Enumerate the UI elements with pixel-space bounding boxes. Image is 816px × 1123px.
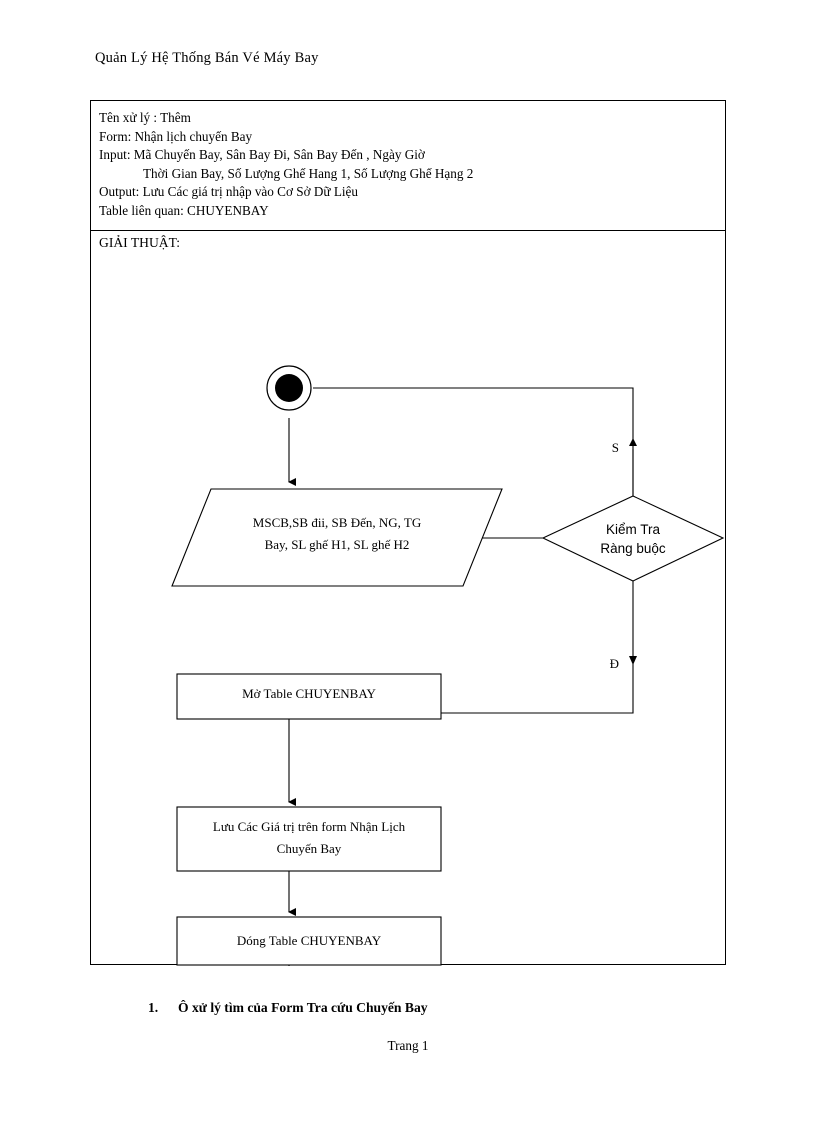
page-title: Quản Lý Hệ Thống Bán Vé Máy Bay xyxy=(95,50,319,66)
process-node-1-line1: Mở Table CHUYENBAY xyxy=(242,686,376,701)
spec-line-related-table: Table liên quan: CHUYENBAY xyxy=(99,202,269,218)
process-node-open-table: Mở Table CHUYENBAY xyxy=(176,673,442,720)
input-node-line1: MSCB,SB đii, SB Đến, NG, TG xyxy=(253,515,421,530)
connector-decision-false-up xyxy=(629,438,637,496)
figure-caption: 1. Ô xử lý tìm của Form Tra cứu Chuyến Ba… xyxy=(148,1000,708,1016)
input-node: MSCB,SB đii, SB Đến, NG, TG Bay, SL ghế … xyxy=(171,488,503,587)
spec-line-input: Input: Mã Chuyến Bay, Sân Bay Đi, Sân Ba… xyxy=(99,147,425,163)
flowchart-canvas: MSCB,SB đii, SB Đến, NG, TG Bay, SL ghế … xyxy=(91,231,725,966)
caption-number: 1. xyxy=(148,1000,159,1015)
spec-header-cell: Tên xử lý : Thêm Form: Nhận lịch chuyến … xyxy=(91,101,725,231)
connector-start-to-decision xyxy=(313,387,634,499)
process-spec-table: Tên xử lý : Thêm Form: Nhận lịch chuyến … xyxy=(90,100,726,966)
start-node xyxy=(266,365,312,411)
spec-line-form: Form: Nhận lịch chuyến Bay xyxy=(99,128,253,144)
connector-decision-true-to-process xyxy=(441,581,637,714)
decision-node-line2: Ràng buộc xyxy=(600,541,666,556)
input-node-line2: Bay, SL ghế H1, SL ghế H2 xyxy=(265,537,410,552)
page-footer: Trang 1 xyxy=(387,1038,429,1053)
process-node-close-table: Dóng Table CHUYENBAY xyxy=(176,916,442,966)
process-node-save-values: Lưu Các Giá trị trên form Nhận Lịch Chuy… xyxy=(176,806,442,872)
caption-text: Ô xử lý tìm của Form Tra cứu Chuyến Bay xyxy=(178,1000,428,1015)
edge-label-true: Đ xyxy=(610,656,619,671)
decision-node-line1: Kiểm Tra xyxy=(606,522,661,537)
edge-label-false: S xyxy=(612,440,619,455)
process-node-2-line1: Lưu Các Giá trị trên form Nhận Lịch xyxy=(213,819,406,834)
process-node-2-line2: Chuyến Bay xyxy=(277,841,342,856)
spec-line-output: Output: Lưu Các giá trị nhập vào Cơ Sở D… xyxy=(99,184,358,200)
algorithm-section-label: GIẢI THUẬT: xyxy=(99,235,180,250)
spec-line-process-name: Tên xử lý : Thêm xyxy=(99,110,191,125)
decision-node: Kiểm Tra Ràng buộc xyxy=(541,495,725,582)
spec-line-input-continued: Thời Gian Bay, Số Lượng Ghế Hang 1, Số L… xyxy=(143,165,474,181)
process-node-3-line1: Dóng Table CHUYENBAY xyxy=(237,933,382,948)
